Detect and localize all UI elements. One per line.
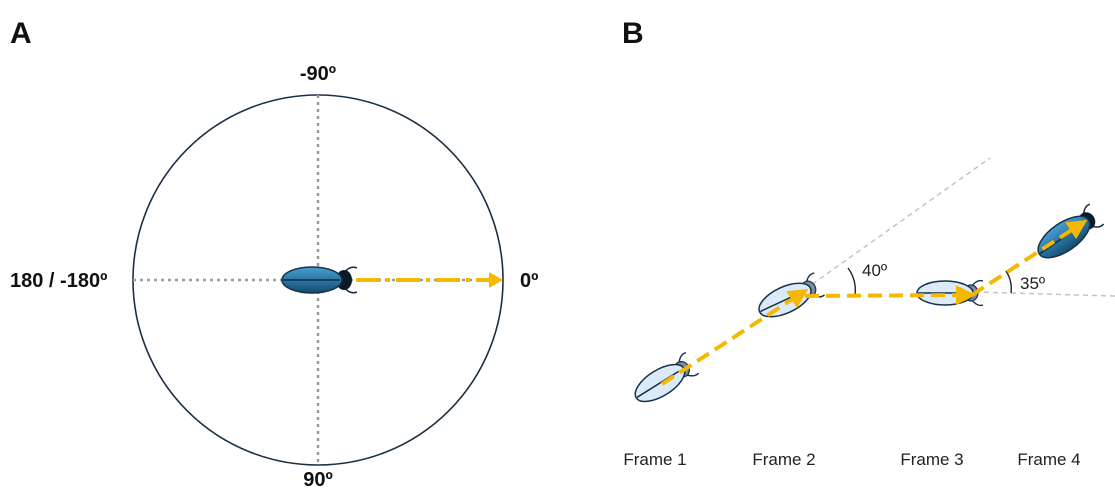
panel-label-b: B [622,17,644,50]
angle-arc-35 [1005,270,1012,294]
panel-label-a: A [10,17,32,50]
frame-label-2: Frame 2 [752,450,815,469]
trajectory-arrow-3 [970,219,1088,297]
trajectory-arrow-1 [660,288,809,386]
frame-label-4: Frame 4 [1017,450,1080,469]
angle-label-35: 35º [1020,274,1045,293]
compass-diagram: -90º 90º 180 / -180º 0º [10,63,538,491]
label-90: 90º [303,469,333,491]
trajectory-diagram: 40º 35º [623,157,1115,469]
heading-arrow-head [489,272,503,288]
reference-line-frame2 [782,157,991,306]
label-minus-90: -90º [300,63,336,85]
label-180: 180 / -180º [10,270,107,292]
angle-arc-40 [847,267,856,296]
label-0: 0º [520,270,538,292]
frame-label-1: Frame 1 [623,450,686,469]
beetle-icon [281,266,358,294]
trajectory-arrow-2 [804,285,976,306]
angle-label-40: 40º [862,261,887,280]
frame-label-3: Frame 3 [900,450,963,469]
